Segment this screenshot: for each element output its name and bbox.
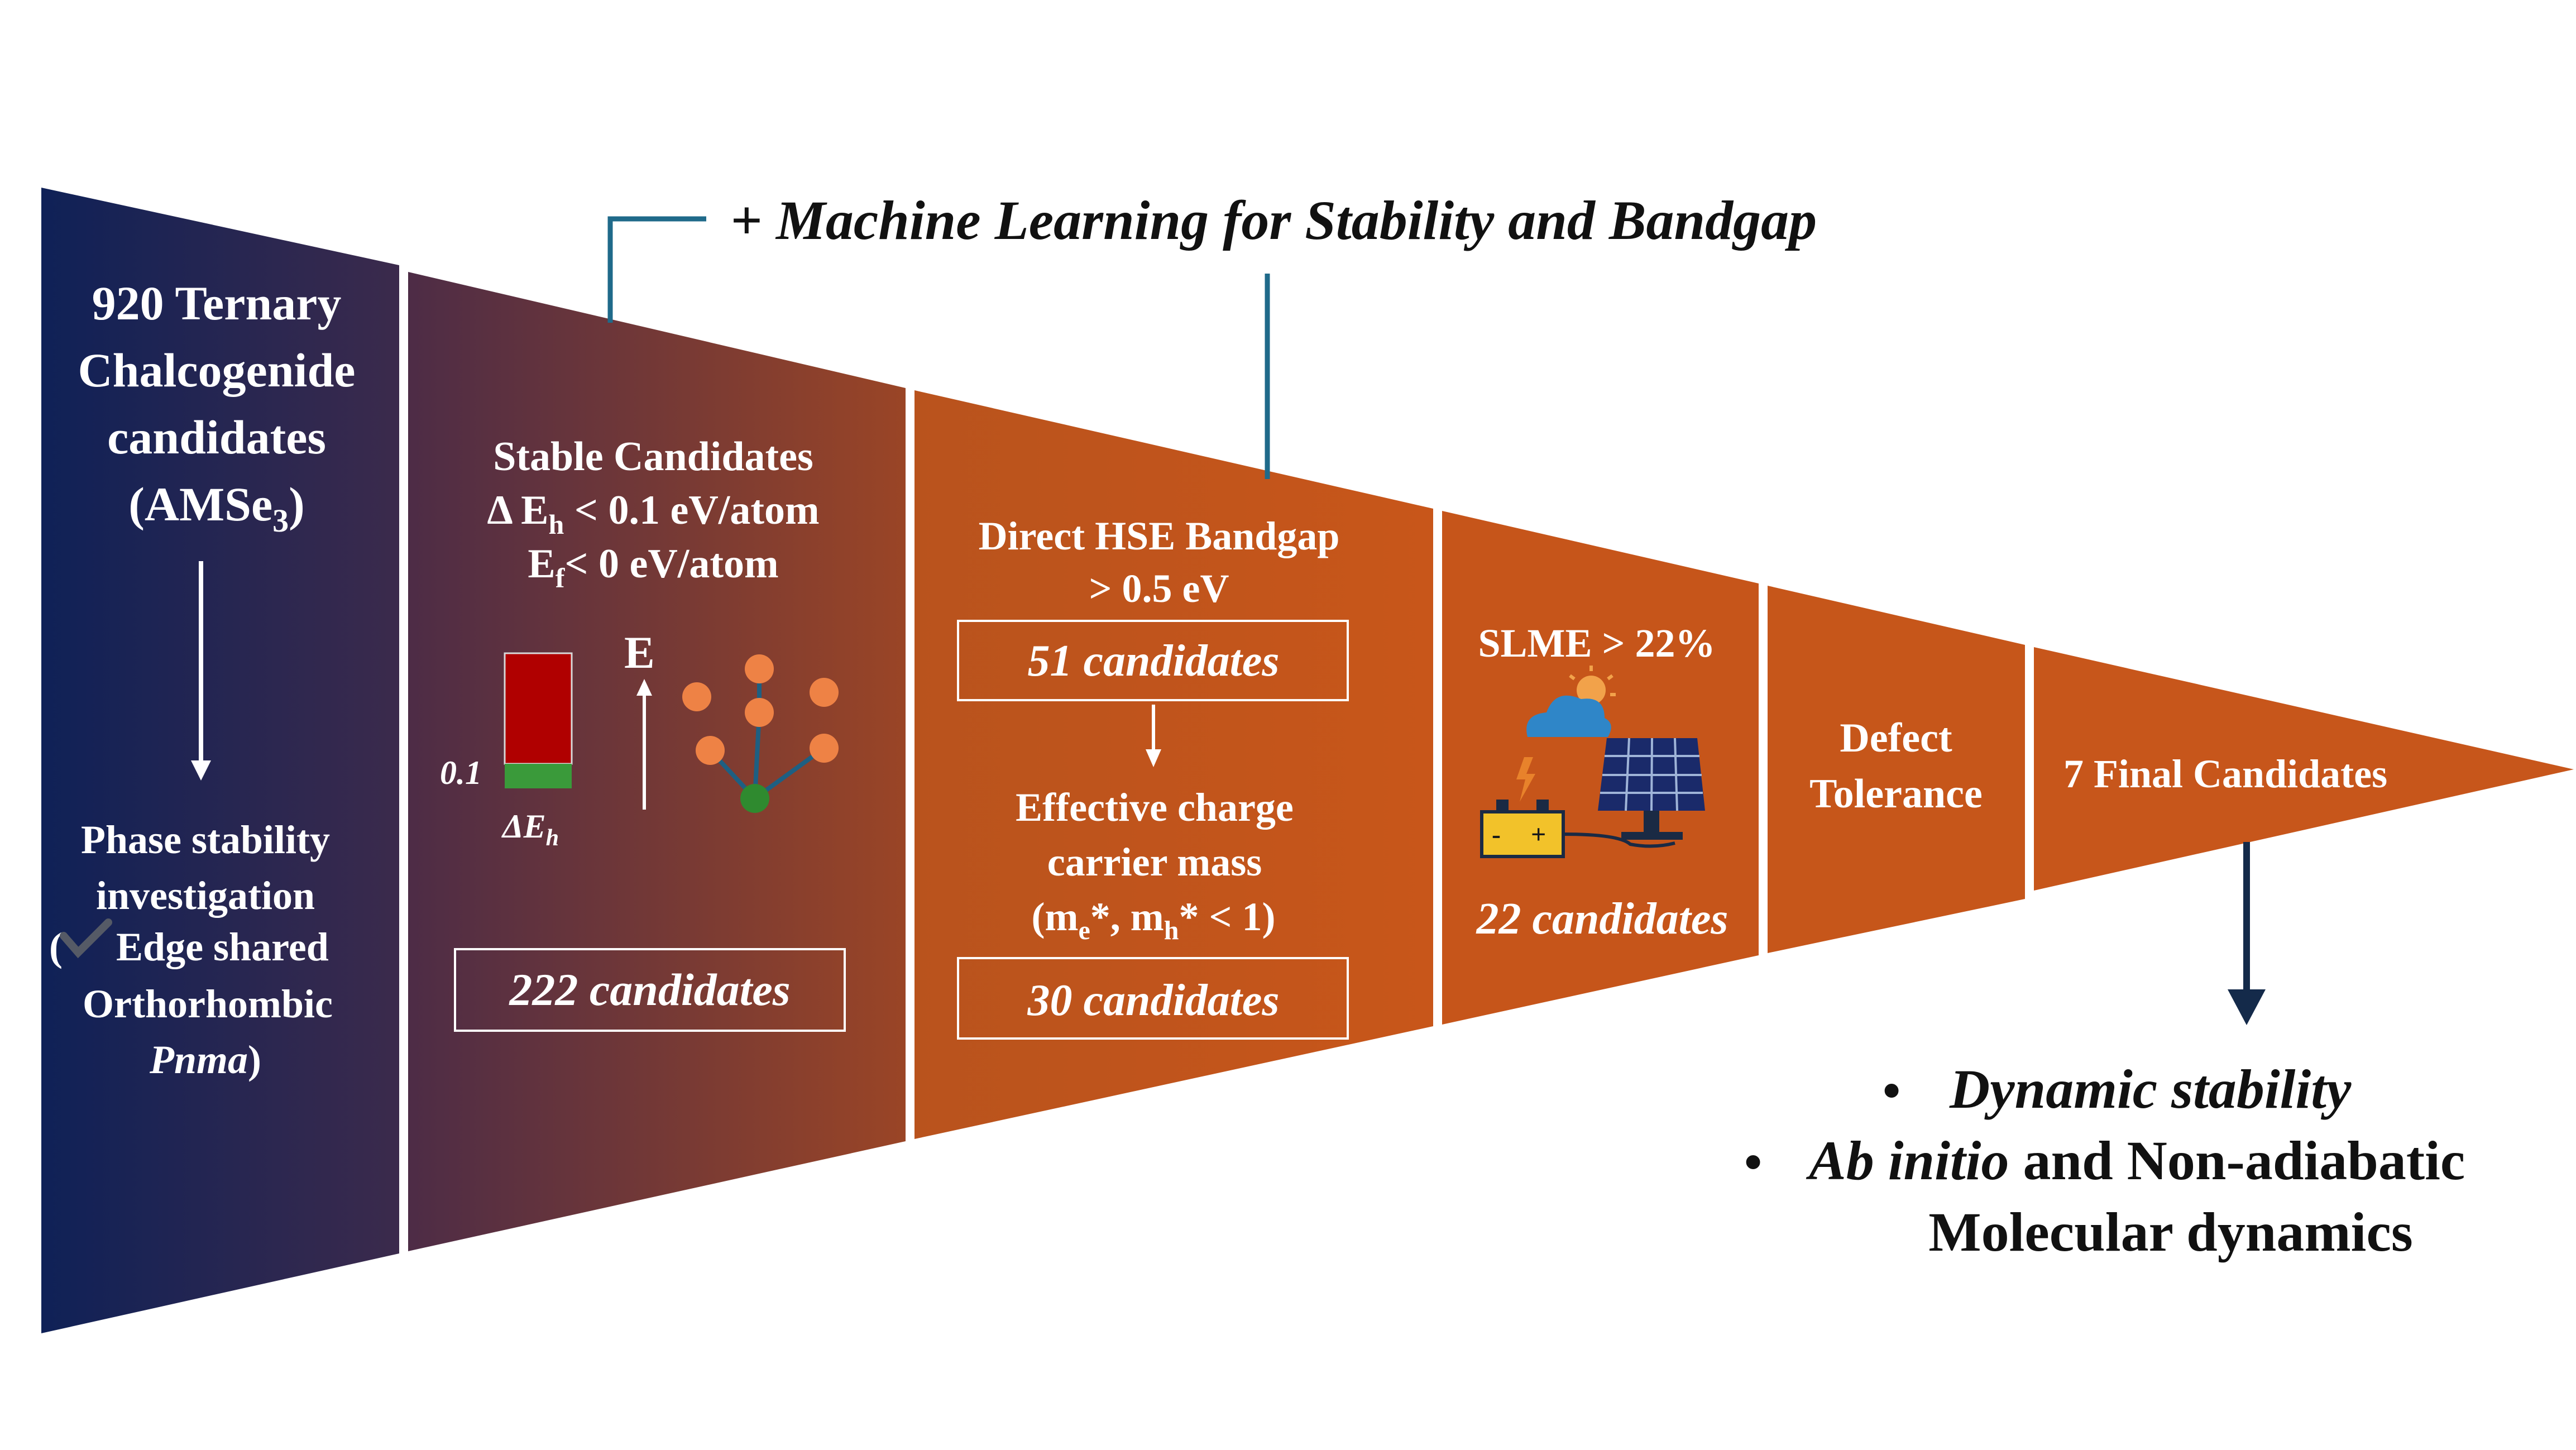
stage2-criterion2: Ef< 0 eV/atom <box>528 541 778 594</box>
energy-axis-label: E <box>624 627 655 678</box>
phase-line1: Phase stability <box>81 817 330 862</box>
stage1-title-line1: 920 Ternary <box>92 276 342 330</box>
stage1-title-line3: candidates <box>107 410 326 464</box>
followup-item2: Ab initio and Non-adiabatic <box>1806 1130 2465 1191</box>
ml-label: + Machine Learning for Stability and Ban… <box>730 189 1817 251</box>
checkmark-icon <box>60 918 112 959</box>
stage2-count: 222 candidates <box>509 964 790 1015</box>
stage3-count2-box <box>957 957 1349 1040</box>
open-paren: ( <box>49 925 63 969</box>
mass-title-line2: carrier mass <box>1047 840 1262 884</box>
down-arrow-icon <box>191 561 211 781</box>
followup-item2-line2: Molecular dynamics <box>1928 1201 2413 1263</box>
funnel-stage-3 <box>914 390 1433 1139</box>
followup-bullet1: • <box>1883 1062 1900 1119</box>
followup-bullet2: • <box>1744 1133 1762 1190</box>
battery-plus: + <box>1531 820 1546 849</box>
phase-line2: investigation <box>96 873 315 918</box>
stage3-down-arrow-icon <box>1146 705 1161 767</box>
stage3-title: Direct HSE Bandgap <box>979 514 1340 558</box>
stage6-title: 7 Final Candidates <box>2063 752 2387 796</box>
ml-connector <box>607 216 1270 479</box>
stage1-formula: (AMSe3) <box>128 477 305 539</box>
mass-criterion: (me*, mh* < 1) <box>1032 894 1276 945</box>
stage1-title-line2: Chalcogenide <box>78 343 356 397</box>
battery-minus: - <box>1492 820 1501 849</box>
stage2-title: Stable Candidates <box>493 434 813 480</box>
funnel-stage-6 <box>2034 647 2574 891</box>
funnel-stage-5 <box>1768 586 2025 953</box>
funnel-stage-4 <box>1442 511 1759 1025</box>
bar-tick-label: 0.1 <box>440 754 482 791</box>
stage4-count: 22 candidates <box>1476 894 1728 944</box>
followup-item1: Dynamic stability <box>1949 1058 2352 1120</box>
solar-panel-battery-icon <box>1480 666 1705 858</box>
final-down-arrow-icon <box>2228 842 2266 1025</box>
edge-label: Edge shared <box>116 925 329 969</box>
molecule-network-icon <box>682 654 839 813</box>
stage2-count-box <box>454 948 846 1032</box>
bar-axis-label: ΔEh <box>501 808 559 851</box>
energy-bar-icon <box>504 652 573 788</box>
stage3-count1: 51 candidates <box>1027 637 1279 686</box>
ortho-label: Orthorhombic <box>83 982 333 1026</box>
funnel-stage-2 <box>408 272 906 1251</box>
energy-up-arrow-icon <box>636 679 652 810</box>
stage4-title: SLME > 22% <box>1478 621 1715 666</box>
stage5-line1: Defect <box>1840 715 1952 761</box>
space-group: Pnma) <box>149 1037 261 1082</box>
stage5-line2: Tolerance <box>1809 771 1983 817</box>
stage3-count2: 30 candidates <box>1027 976 1279 1025</box>
funnel-stage-1 <box>41 188 399 1333</box>
stage3-count1-box <box>957 620 1349 701</box>
mass-title-line1: Effective charge <box>1016 785 1294 830</box>
stage2-criterion1: Δ Eh < 0.1 eV/atom <box>487 487 819 540</box>
stage3-threshold: > 0.5 eV <box>1089 566 1229 611</box>
